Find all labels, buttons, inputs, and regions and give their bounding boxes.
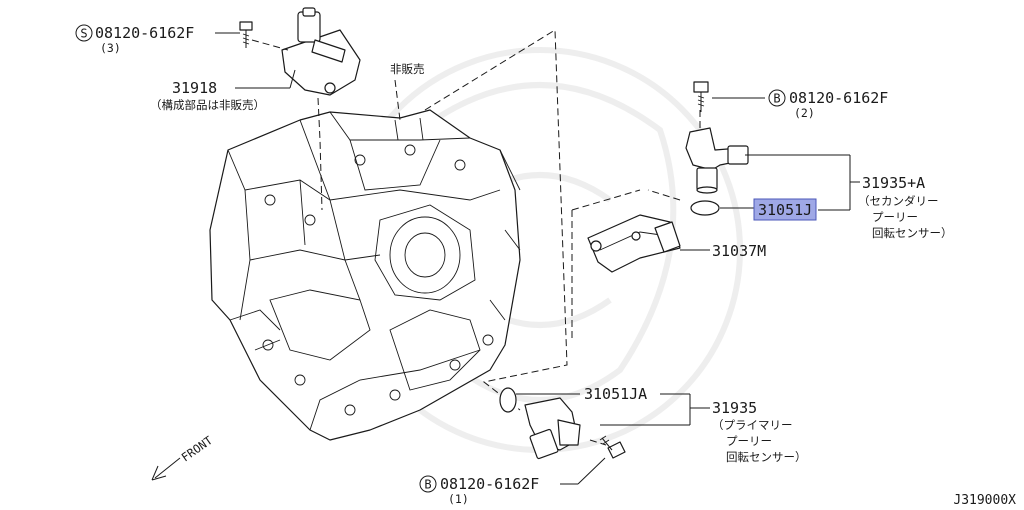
- part-31051ja-number[interactable]: 31051JA: [584, 385, 647, 403]
- part-31918-icon[interactable]: [281, 7, 361, 96]
- bolt-right-number[interactable]: 08120-6162F: [789, 89, 888, 107]
- part-31051j-number[interactable]: 31051J: [758, 201, 812, 219]
- bolt-top-left-mark: S: [80, 27, 87, 41]
- bolt-top-left-number[interactable]: 08120-6162F: [95, 24, 194, 42]
- front-label: FRONT: [179, 433, 215, 464]
- bolt-top-left-qty: (3): [100, 41, 121, 55]
- part-31037m-icon[interactable]: [587, 214, 681, 273]
- part-31935a-desc-1: （セカンダリー: [858, 194, 939, 208]
- bolt-right-qty: (2): [794, 106, 815, 120]
- part-31935-icon[interactable]: [524, 397, 581, 460]
- part-31935a-icon[interactable]: [685, 127, 749, 194]
- mark-b-circle-bottom: [419, 475, 437, 493]
- bolt-top-left-icon[interactable]: [239, 21, 253, 48]
- part-31918-number[interactable]: 31918: [172, 79, 217, 97]
- part-31935-desc-2: プーリー: [726, 434, 772, 448]
- part-31935a-number[interactable]: 31935+A: [862, 174, 925, 192]
- part-31935-desc-1: （プライマリー: [712, 418, 793, 432]
- part-31935-desc-3: 回転センサー）: [726, 450, 807, 464]
- bolt-right-mark: B: [773, 92, 780, 106]
- part-31935a-desc-3: 回転センサー）: [872, 226, 953, 240]
- bolt-right-icon[interactable]: [693, 81, 709, 112]
- part-31935a-desc-2: プーリー: [872, 210, 918, 224]
- mark-b-circle-right: [768, 89, 786, 107]
- mark-s-circle: [75, 24, 93, 42]
- diagram-code: J319000X: [953, 493, 1016, 508]
- part-31051j-oring-icon[interactable]: [690, 200, 720, 216]
- not-sold-label: 非販売: [390, 62, 425, 76]
- part-31037m-number[interactable]: 31037M: [712, 242, 766, 260]
- part-31918-note: （構成部品は非販売）: [150, 98, 265, 112]
- bolt-bottom-mark: B: [424, 478, 431, 492]
- bolt-bottom-number[interactable]: 08120-6162F: [440, 475, 539, 493]
- bolt-bottom-qty: (1): [448, 492, 469, 506]
- bolt-bottom-icon[interactable]: [599, 435, 626, 459]
- transmission-case: [209, 109, 521, 441]
- part-31051j-highlight: [753, 198, 817, 221]
- part-31051ja-oring-icon[interactable]: [499, 387, 517, 413]
- front-arrow-icon: [151, 457, 181, 481]
- part-31935-number[interactable]: 31935: [712, 399, 757, 417]
